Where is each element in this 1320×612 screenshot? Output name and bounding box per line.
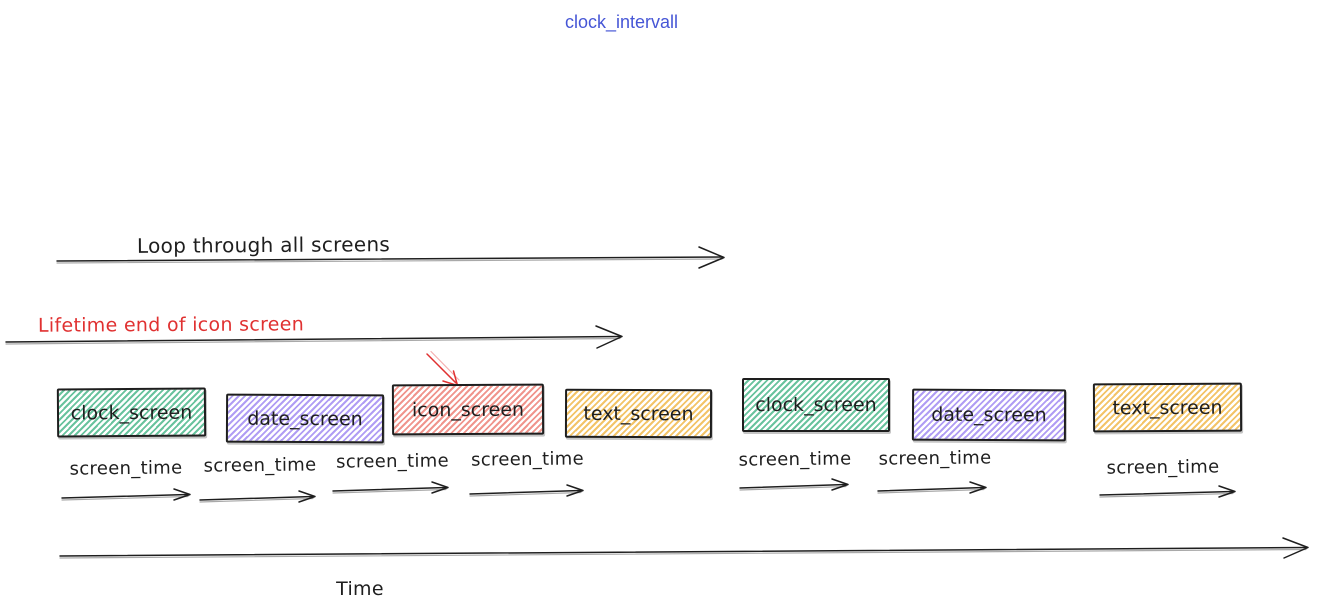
- diagram-title: clock_intervall: [565, 12, 679, 32]
- screen-box-icon: icon_screen: [391, 383, 545, 436]
- loop-arrow-label: Loop through all screens: [136, 232, 391, 258]
- screen-box-label: date_screen: [931, 403, 1047, 427]
- screen-box-clock-1: clock_screen: [56, 387, 207, 438]
- screen-box-label: clock_screen: [70, 401, 193, 424]
- screen-time-label-6: screen_time: [878, 447, 992, 470]
- screen-box-label: text_screen: [583, 402, 694, 425]
- screen-box-text-2: text_screen: [1092, 382, 1243, 433]
- screen-time-label-7: screen_time: [1106, 456, 1220, 479]
- screen-box-clock-2: clock_screen: [742, 378, 890, 432]
- screen-box-label: text_screen: [1112, 396, 1223, 419]
- screen-time-arrow-1: [61, 488, 191, 501]
- screen-time-arrow-5: [739, 478, 849, 491]
- time-axis-label: Time: [336, 578, 384, 600]
- screen-time-label-4: screen_time: [470, 448, 585, 471]
- lifetime-arrow-label: Lifetime end of icon screen: [37, 313, 305, 337]
- screen-time-label-3: screen_time: [335, 450, 450, 473]
- screen-box-label: date_screen: [247, 407, 363, 430]
- screen-time-arrow-4: [469, 484, 584, 497]
- screen-time-arrow-3: [332, 481, 449, 494]
- screen-time-label-5: screen_time: [738, 448, 852, 471]
- screen-box-label: icon_screen: [411, 398, 525, 421]
- screen-box-text-1: text_screen: [564, 388, 713, 439]
- screen-box-date-1: date_screen: [225, 393, 385, 444]
- screen-time-arrow-7: [1099, 485, 1236, 498]
- screen-time-arrow-2: [199, 490, 316, 503]
- screen-time-label-2: screen_time: [203, 454, 317, 477]
- screen-time-label-1: screen_time: [69, 457, 183, 480]
- screen-box-date-2: date_screen: [911, 388, 1067, 442]
- icon-screen-pointer-arrow: [426, 350, 460, 387]
- screen-box-label: clock_screen: [755, 394, 877, 416]
- screen-time-arrow-6: [877, 481, 987, 494]
- time-axis-arrow: [59, 537, 1309, 559]
